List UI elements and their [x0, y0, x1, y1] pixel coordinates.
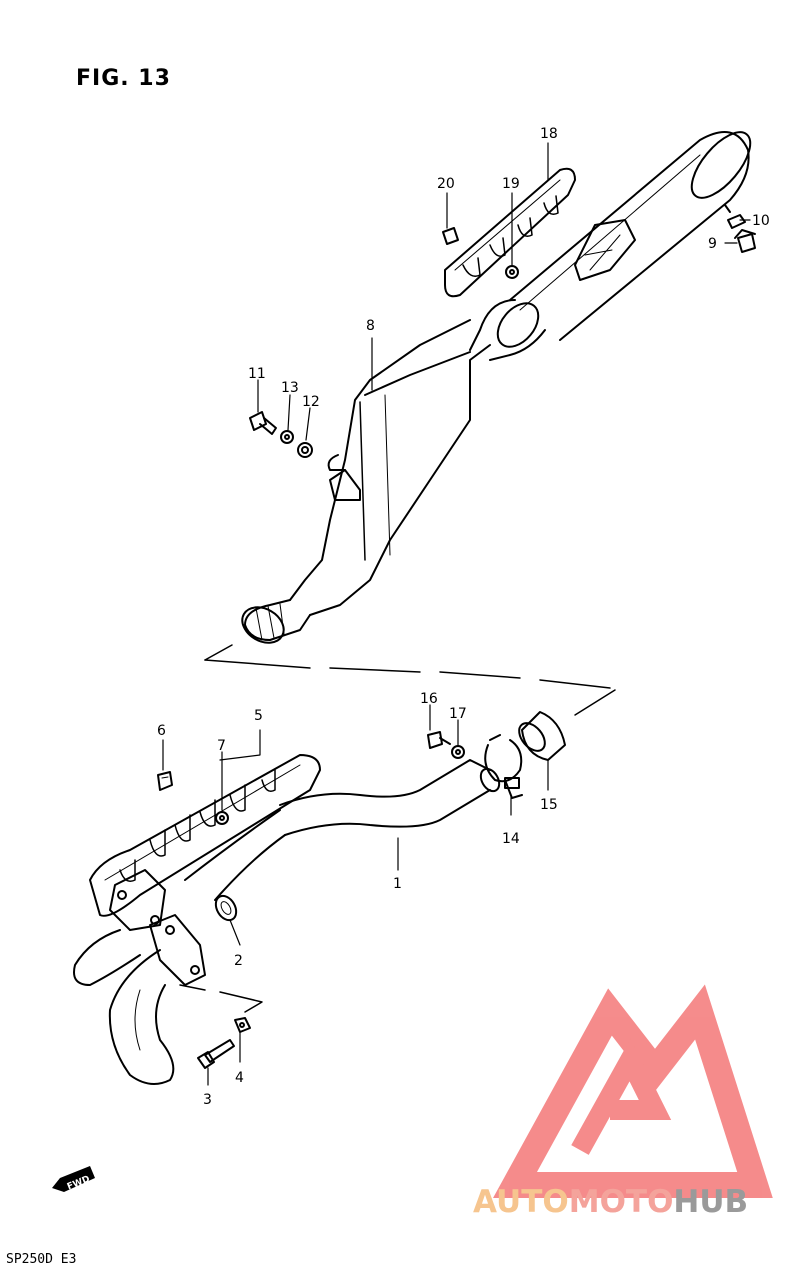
callout-14: 14: [502, 831, 520, 847]
assembly-dashed-line: [204, 659, 611, 689]
brand-auto: AUTO: [473, 1184, 569, 1220]
callout-6: 6: [157, 723, 166, 739]
callout-9: 9: [708, 236, 717, 252]
clamp-part-14: [484, 734, 523, 799]
nut-part-12: [297, 442, 313, 458]
fwd-arrow-icon: FWD: [52, 1166, 95, 1192]
callout-10: 10: [752, 213, 770, 229]
nut-part-4: [234, 1017, 251, 1033]
washer-part-13: [280, 430, 294, 444]
nut-part-7: [215, 811, 229, 825]
watermark-logo-icon: [493, 984, 773, 1198]
sleeve-part-15: [518, 711, 566, 761]
callout-labels: 1 2 3 4 5 6 7 8 9 10 11 12 13 14 15 16 1…: [157, 126, 770, 1108]
muffler-part-8: [241, 131, 752, 644]
exhaust-pipe-part-1: [73, 759, 501, 1085]
callout-2: 2: [234, 953, 243, 969]
callout-13: 13: [281, 380, 299, 396]
callout-20: 20: [437, 176, 455, 192]
brand-moto: MOTO: [568, 1184, 674, 1220]
bolt-part-20: [442, 227, 459, 245]
callout-7: 7: [217, 738, 226, 754]
callout-15: 15: [540, 797, 558, 813]
washer-part-10: [727, 214, 746, 229]
callout-11: 11: [248, 366, 266, 382]
callout-16: 16: [420, 691, 438, 707]
figure-title: FIG. 13: [76, 66, 171, 91]
brand-hub: HUB: [673, 1184, 749, 1220]
watermark-brand: AUTOMOTOHUB: [473, 1184, 748, 1220]
heat-shield-part-5: [89, 754, 321, 917]
callout-3: 3: [203, 1092, 212, 1108]
bolt-part-3: [197, 1039, 235, 1069]
bolt-part-16: [427, 731, 451, 749]
heat-shield-part-18: [444, 167, 576, 298]
gasket-part-2: [214, 894, 238, 922]
callout-8: 8: [366, 318, 375, 334]
bolt-part-11: [249, 411, 277, 435]
nut-part-19: [505, 265, 519, 279]
bolt-part-6: [157, 771, 173, 791]
nut-part-17: [451, 745, 465, 759]
callout-19: 19: [502, 176, 520, 192]
callout-12: 12: [302, 394, 320, 410]
model-code: SP250D E3: [6, 1252, 77, 1267]
leader-lines: [162, 142, 751, 1086]
bolt-part-9: [734, 229, 756, 253]
callout-18: 18: [540, 126, 558, 142]
callout-5: 5: [254, 708, 263, 724]
callout-1: 1: [393, 876, 402, 892]
callout-17: 17: [449, 706, 467, 722]
callout-4: 4: [235, 1070, 244, 1086]
